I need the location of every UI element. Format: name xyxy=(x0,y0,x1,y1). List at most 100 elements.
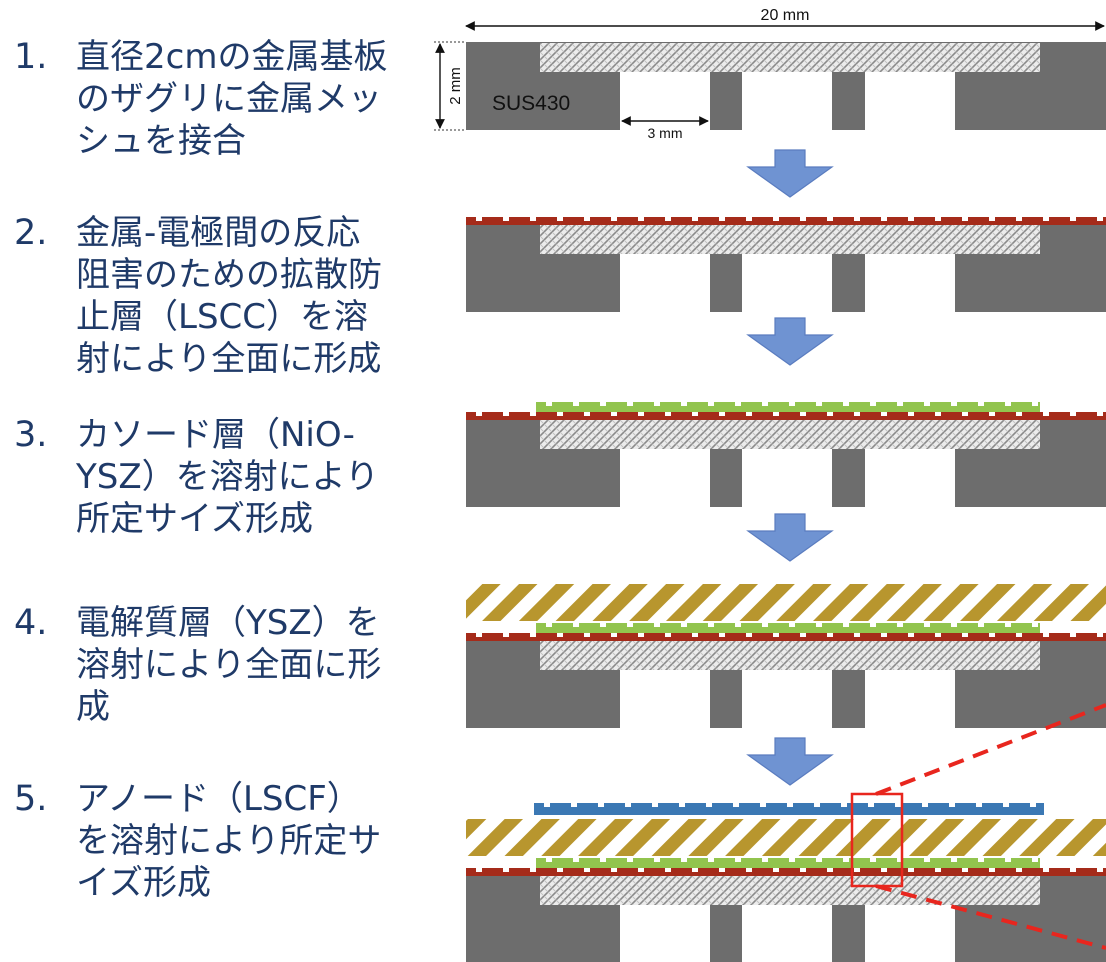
lscc-layer-gap xyxy=(611,217,617,221)
cathode-layer-front-gap xyxy=(924,858,930,862)
lscc-layer-front-gap xyxy=(719,633,725,637)
lscc-layer-gap xyxy=(908,412,914,416)
anode-layer-gap xyxy=(895,803,901,807)
lscc-layer-front-band xyxy=(466,633,1106,641)
lscc-layer-front-gap xyxy=(584,633,590,637)
lscc-layer-front-gap xyxy=(719,868,725,872)
lscc-layer-gap xyxy=(1097,412,1103,416)
cathode-layer-gap xyxy=(1005,402,1011,406)
gap-dimension-label: 3 mm xyxy=(648,125,683,141)
anode-layer-gap xyxy=(571,803,577,807)
lscc-layer-gap xyxy=(665,412,671,416)
cross-section-step-3 xyxy=(466,402,1106,507)
step-description: 直径2cmの金属基板のザグリに金属メッシュを接合 xyxy=(76,36,426,162)
process-arrow xyxy=(746,737,834,786)
lscc-layer-front xyxy=(466,633,1106,641)
lscc-layer-front-gap xyxy=(800,633,806,637)
metal-mesh xyxy=(540,420,1040,449)
lscc-layer-front-gap xyxy=(665,633,671,637)
anode-layer-gap xyxy=(922,803,928,807)
cross-section-step-2 xyxy=(466,217,1106,312)
step-description: カソード層（NiO-YSZ）を溶射により所定サイズ形成 xyxy=(76,414,426,540)
anode-layer-gap xyxy=(706,803,712,807)
lscc-layer-front-gap xyxy=(611,868,617,872)
lscc-layer-gap xyxy=(692,412,698,416)
lscc-layer-gap xyxy=(665,217,671,221)
lscc-layer-gap xyxy=(962,217,968,221)
cathode-layer-front-gap xyxy=(978,623,984,627)
cathode-layer-front-gap xyxy=(897,858,903,862)
step-line: 射により全面に形成 xyxy=(76,339,382,379)
cathode-layer-front-gap xyxy=(1032,858,1038,862)
cathode-layer-front-gap xyxy=(681,858,687,862)
cathode-layer-gap xyxy=(1032,402,1038,406)
cathode-layer-front-gap xyxy=(762,623,768,627)
lscc-layer-gap xyxy=(773,217,779,221)
cathode-layer-gap xyxy=(546,402,552,406)
anode-layer-gap xyxy=(949,803,955,807)
lscc-layer-gap xyxy=(584,412,590,416)
cathode-layer-front xyxy=(536,858,1040,868)
lscc-layer-front-gap xyxy=(746,633,752,637)
cross-section-step-5 xyxy=(466,803,1106,962)
lscc-layer-gap xyxy=(881,217,887,221)
lscc-layer-front-gap xyxy=(692,633,698,637)
lscc-layer-gap xyxy=(989,412,995,416)
step-line: 止層（LSCC）を溶 xyxy=(76,297,369,337)
lscc-layer-front-gap xyxy=(557,868,563,872)
cathode-layer-front-gap xyxy=(708,623,714,627)
step-line: のザグリに金属メッ xyxy=(76,79,382,119)
step-line: 直径2cmの金属基板 xyxy=(76,37,388,77)
lscc-layer-front-gap xyxy=(530,633,536,637)
anode-layer-gap xyxy=(868,803,874,807)
lscc-layer-gap xyxy=(854,412,860,416)
lscc-layer-gap xyxy=(719,412,725,416)
step-line: 溶射により全面に形 xyxy=(76,645,382,685)
lscc-layer-gap xyxy=(800,217,806,221)
cathode-layer-front-gap xyxy=(762,858,768,862)
anode-layer-gap xyxy=(544,803,550,807)
anode-layer-gap xyxy=(760,803,766,807)
lscc-layer-front-gap xyxy=(1070,633,1076,637)
step-number: 3. xyxy=(14,415,48,455)
lscc-layer-front-gap xyxy=(1097,868,1103,872)
lscc-layer-gap xyxy=(557,217,563,221)
zoom-line-bottom xyxy=(875,884,1106,950)
step-number: 5. xyxy=(14,779,48,819)
anode-layer-gap xyxy=(625,803,631,807)
lscc-layer-front-band xyxy=(466,868,1106,876)
lscc-layer-gap xyxy=(530,412,536,416)
cathode-layer-front-gap xyxy=(789,623,795,627)
cathode-layer-front-gap xyxy=(600,858,606,862)
lscc-layer-front-gap xyxy=(800,868,806,872)
step-line: 阻害のための拡散防 xyxy=(76,255,382,295)
cathode-layer xyxy=(536,402,1040,412)
lscc-layer-front-gap xyxy=(1070,868,1076,872)
lscc-layer-gap xyxy=(530,217,536,221)
metal-mesh xyxy=(540,641,1040,670)
process-arrow xyxy=(746,317,834,366)
anode-layer-gap xyxy=(841,803,847,807)
step-description: 電解質層（YSZ）を溶射により全面に形成 xyxy=(76,602,426,728)
width-dimension-label: 20 mm xyxy=(761,7,810,24)
substrate-label: SUS430 xyxy=(492,92,570,115)
cathode-layer-front-gap xyxy=(735,858,741,862)
step-line: 金属-電極間の反応 xyxy=(76,213,361,253)
lscc-layer-gap xyxy=(962,412,968,416)
anode-layer xyxy=(534,803,1044,815)
lscc-layer-front-gap xyxy=(476,633,482,637)
lscc-layer-gap xyxy=(692,217,698,221)
cathode-layer-front-gap xyxy=(924,623,930,627)
cathode-layer-gap xyxy=(627,402,633,406)
step-description: 金属-電極間の反応阻害のための拡散防止層（LSCC）を溶射により全面に形成 xyxy=(76,212,426,380)
lscc-layer-front-gap xyxy=(503,633,509,637)
step-line: 成 xyxy=(76,687,110,727)
cathode-layer-front-gap xyxy=(546,858,552,862)
step-line: 所定サイズ形成 xyxy=(76,499,313,539)
lscc-layer-front-gap xyxy=(773,868,779,872)
lscc-layer-gap xyxy=(1016,217,1022,221)
cathode-layer-front-gap xyxy=(1032,623,1038,627)
lscc-layer-front-gap xyxy=(746,868,752,872)
cathode-layer-gap xyxy=(870,402,876,406)
lscc-layer-gap xyxy=(827,217,833,221)
